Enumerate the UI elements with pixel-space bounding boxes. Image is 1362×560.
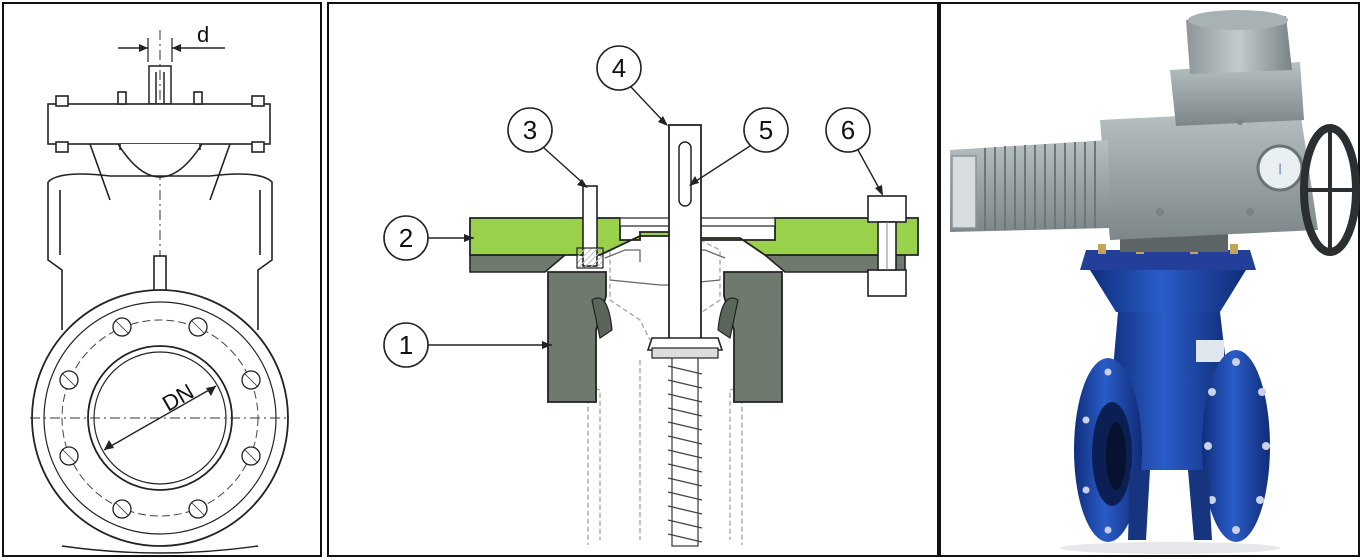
stem-dimension: d <box>118 22 225 62</box>
dn-dimension-line <box>103 385 217 451</box>
svg-text:3: 3 <box>523 115 537 145</box>
callout-3: 3 <box>507 107 588 188</box>
panel-2-border <box>327 2 939 557</box>
callout-6: 6 <box>825 107 883 196</box>
panel-cross-section: 1 2 3 4 5 6 <box>327 2 939 557</box>
svg-text:4: 4 <box>612 53 626 83</box>
stem-part-4 <box>646 124 724 359</box>
threaded-spindle <box>667 357 703 547</box>
flange-bolt-heads <box>1082 358 1270 534</box>
stud-part-3 <box>576 185 604 269</box>
svg-text:2: 2 <box>399 223 413 253</box>
body-part-1 <box>469 254 906 403</box>
callout-5: 5 <box>689 107 789 186</box>
svg-text:1: 1 <box>399 330 413 360</box>
panel-outline-drawing: d <box>2 2 322 557</box>
svg-text:5: 5 <box>759 115 773 145</box>
dimension-d-label: d <box>197 22 209 47</box>
callout-1: 1 <box>383 322 552 368</box>
bolt-part-6 <box>867 195 907 297</box>
motor-fins <box>984 141 1096 230</box>
bolt-hole-crosses <box>62 320 258 516</box>
body-outline <box>47 173 273 330</box>
callout-2: 2 <box>383 215 474 261</box>
nameplate <box>1196 340 1224 362</box>
svg-text:6: 6 <box>841 115 855 145</box>
callout-4: 4 <box>596 45 668 126</box>
actuator-photo: | <box>950 10 1360 256</box>
handwheel-photo <box>1300 124 1360 256</box>
svg-text:|: | <box>1278 161 1281 175</box>
top-flange-outline <box>47 91 271 201</box>
actuator-screws <box>1156 119 1254 216</box>
end-flange-outline: DN <box>30 289 290 554</box>
panel-valve-photo: | <box>939 2 1360 557</box>
valve-body-photo <box>1060 250 1280 554</box>
